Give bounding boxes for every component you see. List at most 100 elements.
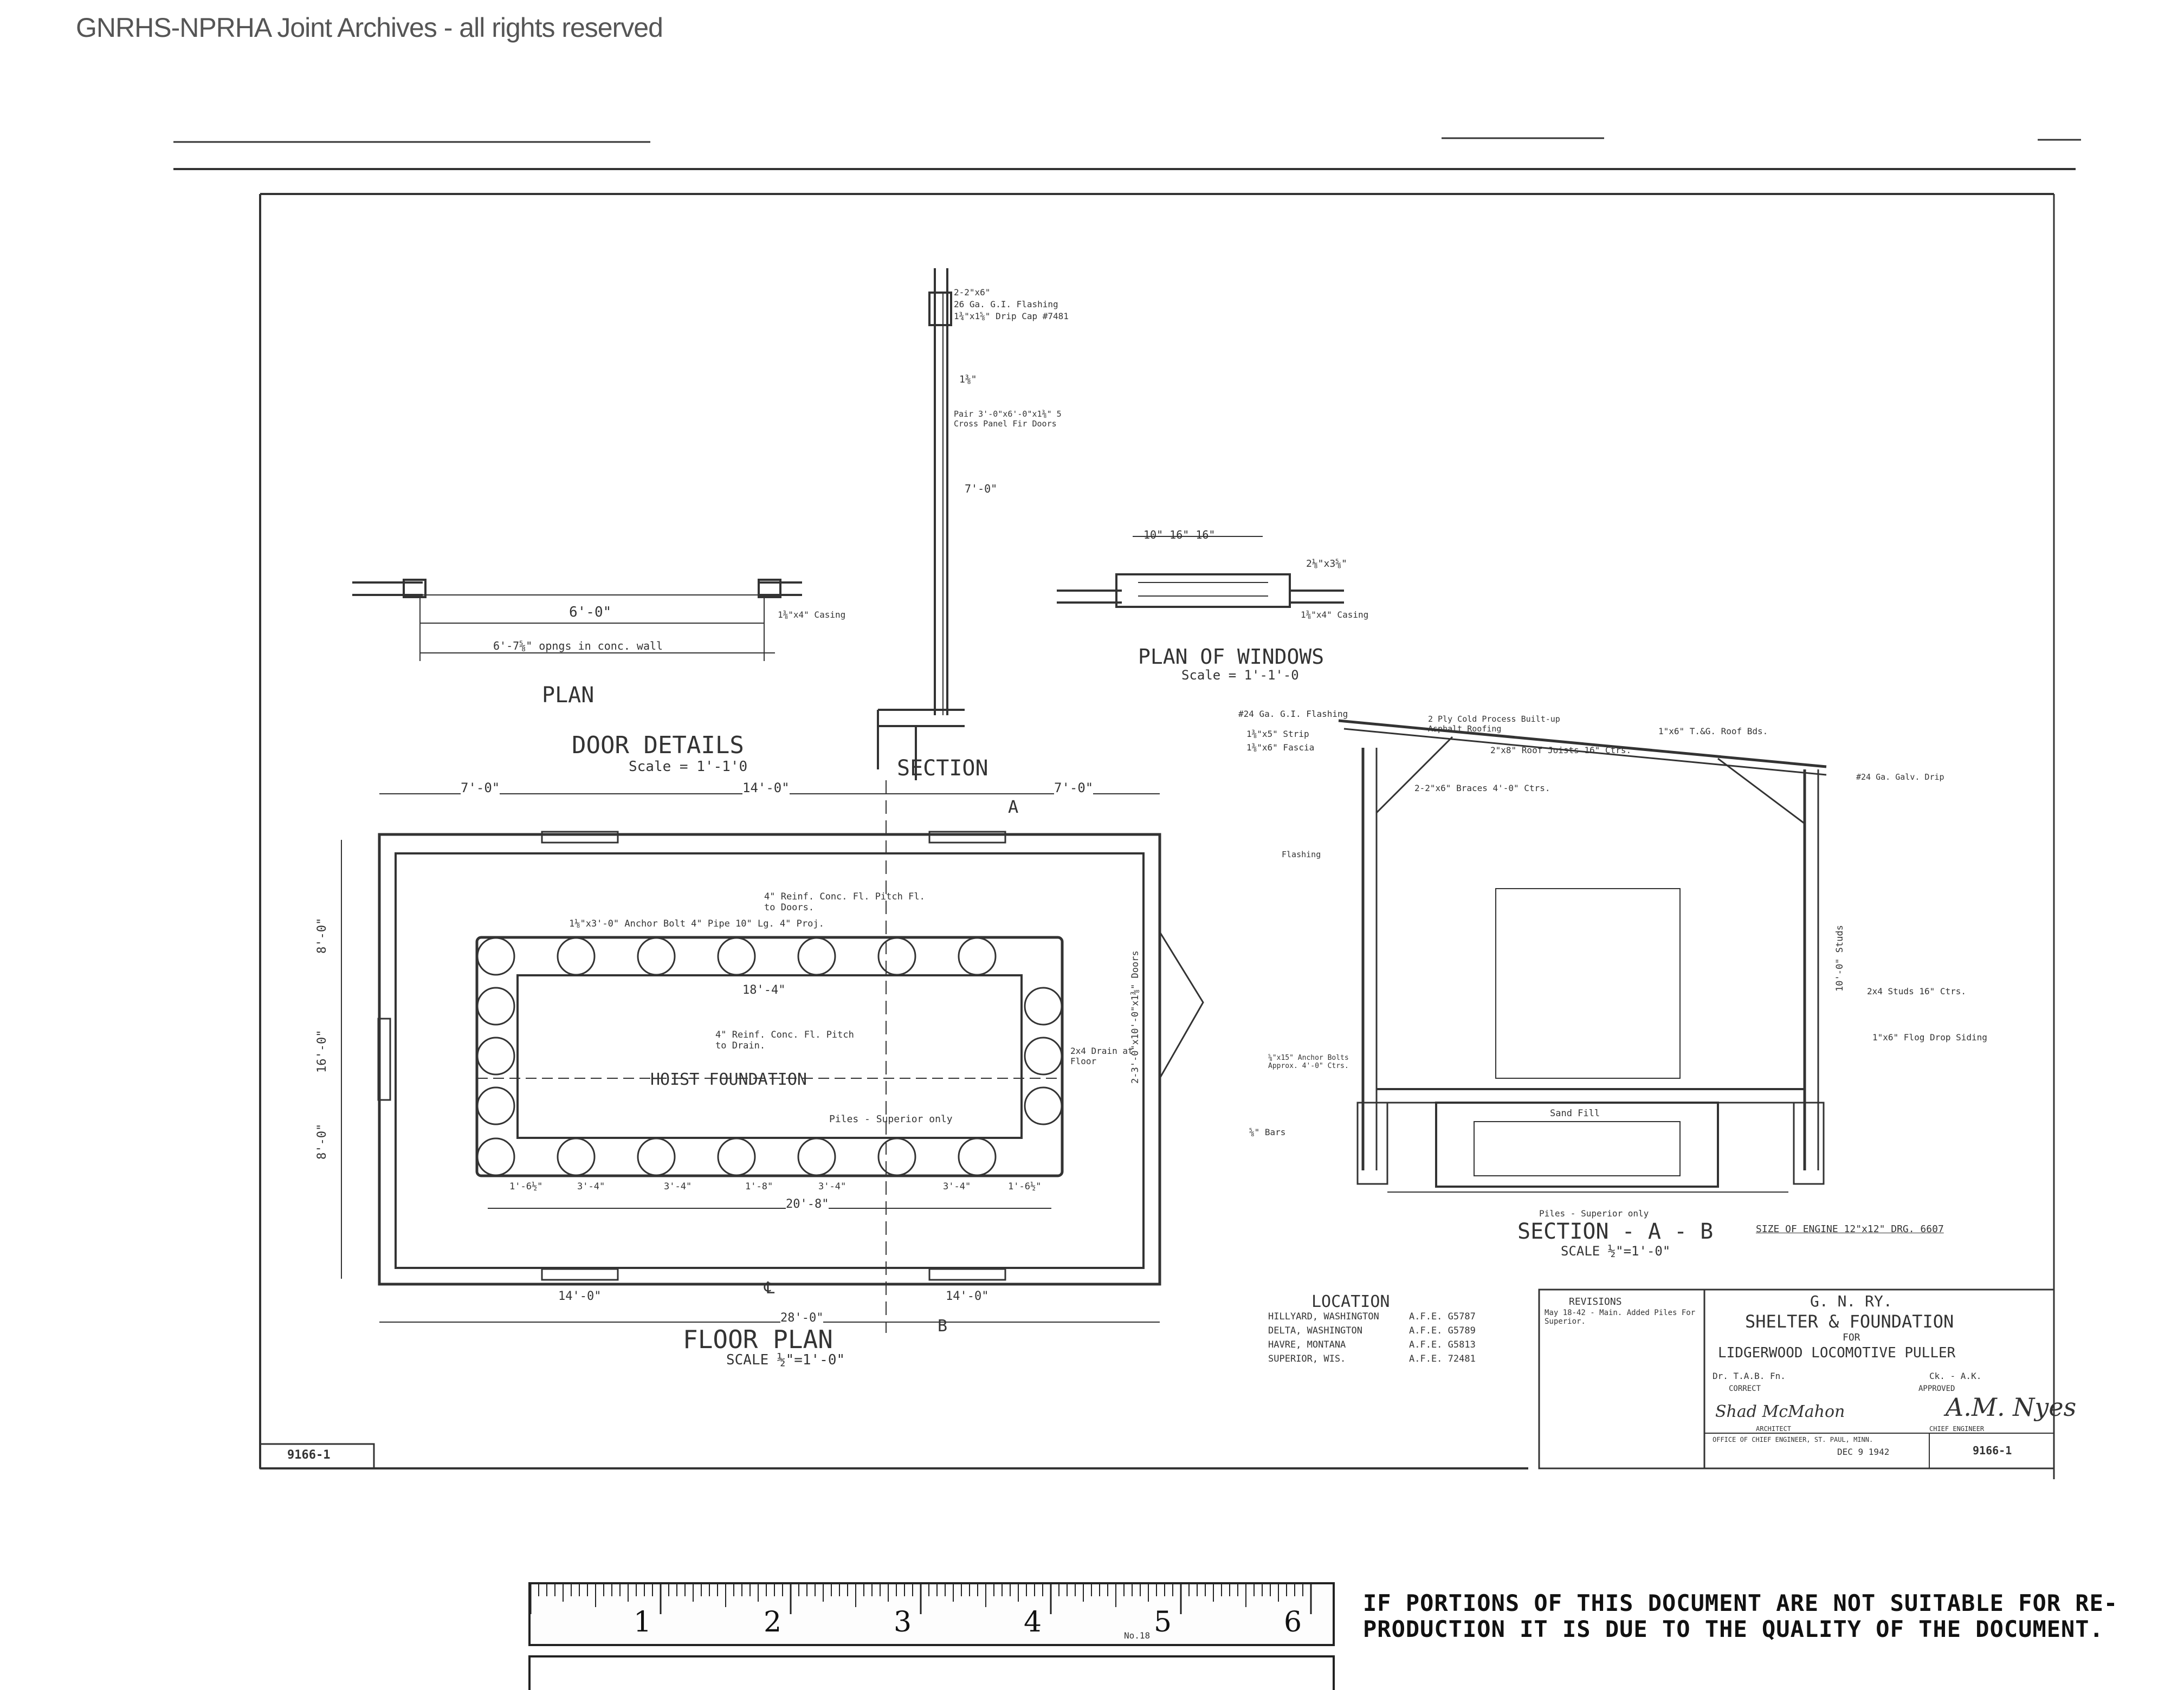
section-note-drip: #24 Ga. Galv. Drip — [1856, 772, 1944, 782]
floor-dim-inner-1: 1'-6½" — [509, 1181, 543, 1192]
title-number: 9166-1 — [1973, 1444, 2012, 1457]
ruler-brand: No.18 — [1124, 1630, 1151, 1641]
quality-notice: IF PORTIONS OF THIS DOCUMENT ARE NOT SUI… — [1363, 1590, 2118, 1642]
window-plan-drawing — [1057, 536, 1344, 608]
ruler-number: 2 — [764, 1606, 782, 1639]
hoist-foundation-label: HOIST FOUNDATION — [650, 1070, 807, 1089]
marker-a: A — [1008, 797, 1019, 817]
floor-plan-scale: SCALE ½"=1'-0" — [726, 1352, 845, 1368]
floor-note-anchor-bolt: 1⅛"x3'-0" Anchor Bolt 4" Pipe 10" Lg. 4"… — [569, 918, 824, 929]
section-note-strip: 1⅜"x5" Strip — [1246, 729, 1309, 739]
title-railway: G. N. RY. — [1810, 1292, 1892, 1310]
title-correct: CORRECT — [1729, 1384, 1761, 1393]
floor-dim-bottom-left: 14'-0" — [558, 1290, 602, 1303]
door-plan-drawing — [352, 579, 802, 661]
floor-note-doors: 2-3'-0"x10'-0"x1⅜" Doors — [1130, 950, 1141, 1084]
windows-scale: Scale = 1'-1'-0 — [1181, 668, 1299, 683]
door-dim-opening: 6'-0" — [569, 604, 612, 620]
centerline-mark: ℄ — [764, 1279, 775, 1298]
door-note-drip-cap: 1¾"x1⅝" Drip Cap #7481 — [954, 311, 1069, 321]
pile-circle — [1024, 1037, 1063, 1076]
windows-title: PLAN OF WINDOWS — [1138, 645, 1324, 669]
door-dim-wall: 6'-7⅝" opngs in conc. wall — [493, 639, 663, 652]
ruler-number: 3 — [894, 1606, 912, 1639]
pile-circle — [557, 1137, 596, 1176]
title-date: DEC 9 1942 — [1837, 1447, 1890, 1457]
location-place: HAVRE, MONTANA — [1268, 1339, 1346, 1350]
revisions-text: May 18-42 - Main. Added Piles For Superi… — [1545, 1309, 1696, 1326]
pile-circle — [1024, 987, 1063, 1026]
pile-circle — [637, 1137, 676, 1176]
title-checked: Ck. - A.K. — [1929, 1371, 1982, 1381]
quality-notice-line2: PRODUCTION IT IS DUE TO THE QUALITY OF T… — [1363, 1616, 2104, 1642]
floor-dim-inner-6: 3'-4" — [943, 1181, 971, 1192]
pile-circle — [717, 937, 756, 976]
floor-dim-length: 18'-4" — [742, 983, 786, 997]
floor-note-piles: Piles - Superior only — [829, 1113, 953, 1125]
floor-dim-top-left: 7'-0" — [461, 780, 500, 795]
engineer-title: ARCHITECT — [1756, 1425, 1792, 1433]
windows-note-size: 2⅛"x3⅝" — [1306, 558, 1347, 569]
archive-watermark: GNRHS-NPRHA Joint Archives - all rights … — [76, 12, 663, 43]
floor-plan-drawing — [341, 780, 1204, 1333]
pile-circle — [476, 1086, 515, 1125]
door-note-casing: 1⅜"x4" Casing — [778, 610, 846, 620]
door-details-scale: Scale = 1'-1'0 — [629, 759, 748, 775]
title-line3: LIDGERWOOD LOCOMOTIVE PULLER — [1718, 1345, 1956, 1361]
door-plan-label: PLAN — [542, 683, 595, 708]
title-office: OFFICE OF CHIEF ENGINEER, ST. PAUL, MINN… — [1713, 1436, 1873, 1443]
door-note-flashing-ga: 26 Ga. G.I. Flashing — [954, 299, 1058, 309]
section-note-piles: Piles - Superior only — [1539, 1208, 1649, 1219]
location-place: DELTA, WASHINGTON — [1268, 1325, 1362, 1336]
section-note-studs-height: 10'-0" Studs — [1834, 925, 1845, 992]
pile-circle — [476, 1037, 515, 1076]
door-details-title: DOOR DETAILS — [572, 731, 744, 759]
door-section-label: SECTION — [897, 756, 988, 781]
ruler-number: 6 — [1284, 1606, 1302, 1639]
location-row: SUPERIOR, WIS.A.F.E. 72481 — [1268, 1354, 1476, 1368]
pile-circle — [557, 937, 596, 976]
location-title: LOCATION — [1311, 1292, 1390, 1311]
scale-ruler-lower — [528, 1655, 1335, 1690]
chief-signature: A.M. Nyes — [1946, 1393, 2077, 1422]
title-block-frame — [1538, 1288, 2055, 1469]
chief-title: CHIEF ENGINEER — [1929, 1425, 1985, 1433]
marker-b: B — [938, 1317, 948, 1336]
pile-group — [476, 937, 1063, 1176]
location-afe: A.F.E. G5813 — [1409, 1339, 1476, 1350]
location-afe: A.F.E. G5787 — [1409, 1311, 1476, 1322]
title-approved: APPROVED — [1918, 1384, 1955, 1393]
floor-note-drain: 2x4 Drain at Floor — [1070, 1046, 1133, 1066]
location-row: HILLYARD, WASHINGTON A.F.E. G5787 — [1268, 1311, 1476, 1325]
section-note-bars: ⅝" Bars — [1249, 1127, 1286, 1137]
pile-circle — [958, 937, 997, 976]
floor-dim-inner-2: 3'-4" — [577, 1181, 605, 1192]
engineer-signature: Shad McMahon — [1715, 1402, 1845, 1421]
ruler-number: 1 — [634, 1606, 652, 1639]
floor-dim-inner-7: 1'-6½" — [1008, 1181, 1042, 1192]
ruler-number: 5 — [1154, 1606, 1172, 1639]
section-note-roofing: 2 Ply Cold Process Built-up Asphalt Roof… — [1428, 714, 1560, 734]
floor-note-conc-doors: 4" Reinf. Conc. Fl. Pitch Fl. to Doors. — [764, 891, 925, 913]
pile-circle — [717, 1137, 756, 1176]
revisions-title: REVISIONS — [1569, 1296, 1622, 1307]
location-afe: A.F.E. G5789 — [1409, 1325, 1476, 1336]
pile-circle — [797, 937, 836, 976]
floor-dim-left-top: 8'-0" — [315, 917, 329, 954]
location-place: HILLYARD, WASHINGTON — [1268, 1311, 1379, 1322]
pile-circle — [476, 987, 515, 1026]
title-line1: SHELTER & FOUNDATION — [1745, 1311, 1954, 1332]
pile-circle — [877, 1137, 916, 1176]
door-section-drawing — [877, 268, 965, 780]
ruler-number: 4 — [1024, 1606, 1042, 1639]
ruler-number-row: 1 2 3 4 5 6 — [531, 1606, 1333, 1639]
pile-circle — [1024, 1086, 1063, 1125]
section-note-flashing: #24 Ga. G.I. Flashing — [1238, 709, 1348, 719]
location-row: HAVRE, MONTANA A.F.E. G5813 — [1268, 1339, 1476, 1354]
location-row: DELTA, WASHINGTON A.F.E. G5789 — [1268, 1325, 1476, 1339]
floor-dim-inner-total: 20'-8" — [786, 1197, 829, 1211]
floor-dim-inner-3: 3'-4" — [664, 1181, 692, 1192]
pile-circle — [476, 937, 515, 976]
